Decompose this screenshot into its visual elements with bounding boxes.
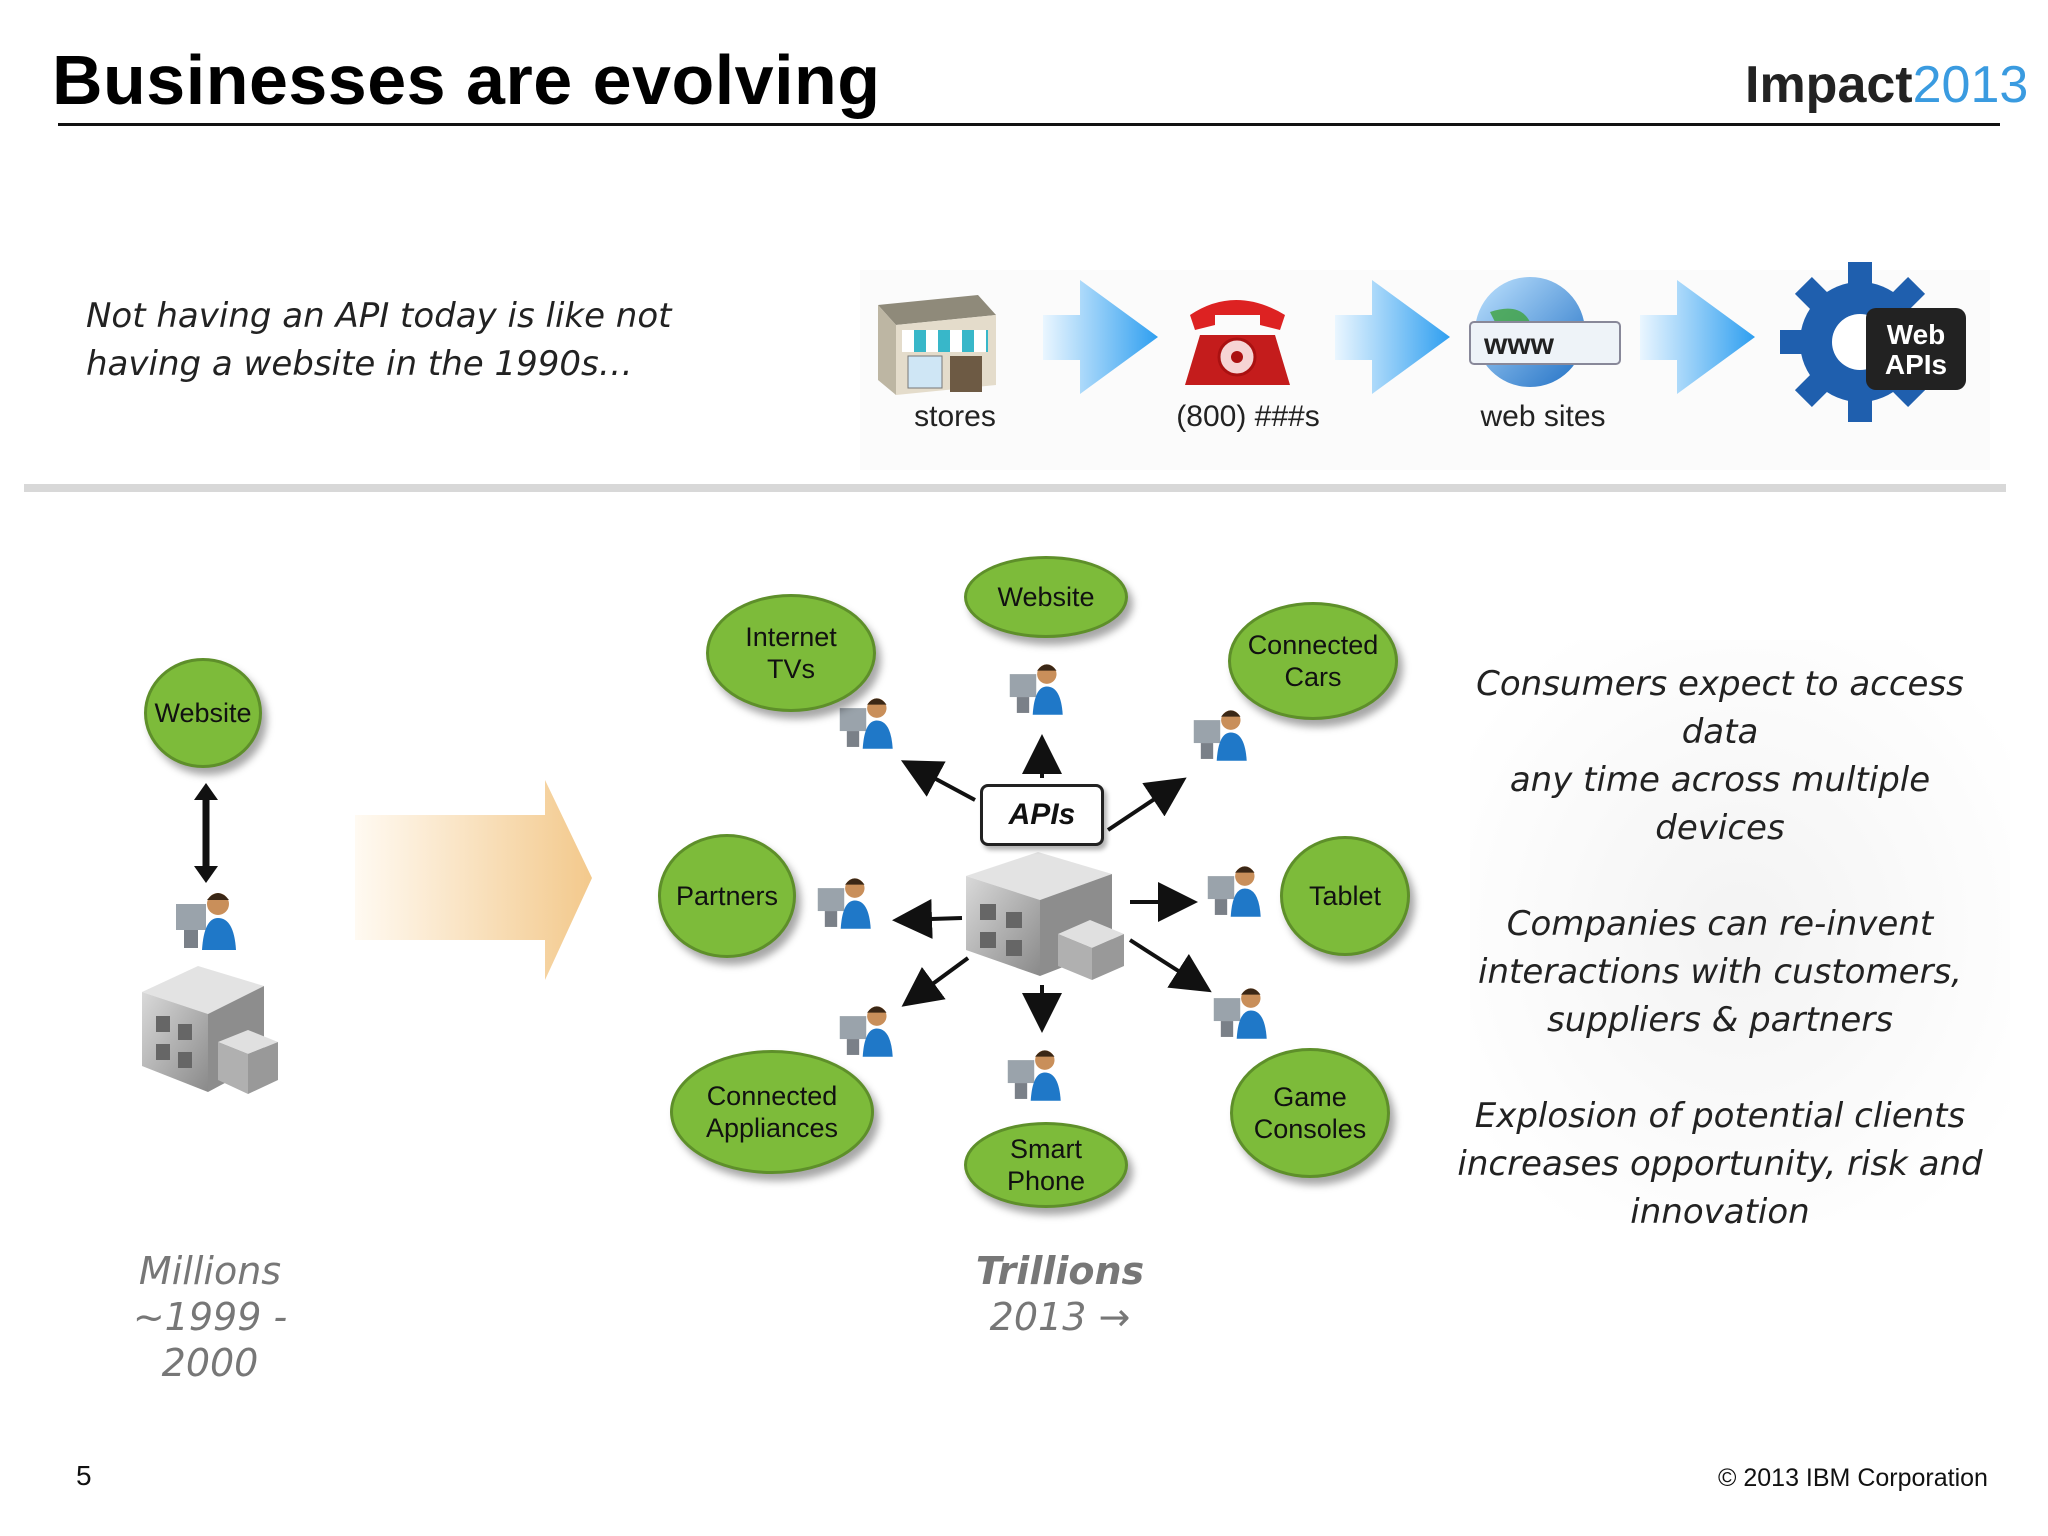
user-icon <box>1006 1046 1066 1106</box>
telephone-icon <box>1185 300 1290 385</box>
user-icon <box>1206 862 1266 922</box>
gear-label-apis: APIs <box>1885 349 1947 380</box>
title-underline <box>58 123 2000 126</box>
hub-connectors <box>892 734 1212 1033</box>
node-tablet: Tablet <box>1280 836 1410 956</box>
double-arrow-down <box>194 866 218 883</box>
gear-label-web: Web <box>1887 319 1946 350</box>
node-internet-tvs: Internet TVs <box>706 594 876 712</box>
storefront-icon <box>878 295 996 395</box>
evolution-arrow-1 <box>1043 280 1158 394</box>
node-partners: Partners <box>658 834 796 958</box>
apis-hub-label: APIs <box>980 784 1104 846</box>
node-website: Website <box>964 556 1128 638</box>
central-server-icon <box>962 850 1130 980</box>
logo-word: Impact <box>1745 56 1913 114</box>
present-caption: Trillions 2013 → <box>920 1248 1200 1340</box>
double-arrow-up <box>194 783 218 800</box>
past-website-label: Website <box>154 698 252 728</box>
api-quote: Not having an API today is like not havi… <box>86 296 672 384</box>
user-icon <box>1008 660 1068 720</box>
user-icon <box>174 890 242 954</box>
page-number: 5 <box>76 1460 92 1491</box>
past-website-bubble: Website <box>144 658 262 768</box>
logo-year: 2013 <box>1912 56 2029 114</box>
section-divider <box>24 484 2006 492</box>
present-caption-year: 2013 → <box>989 1295 1131 1339</box>
step-800-numbers: (800) ###s <box>1176 400 1320 433</box>
side-text-consumers: Consumers expect to access data any time… <box>1476 664 1964 848</box>
step-web-sites: web sites <box>1480 400 1606 433</box>
impact-logo: Impact2013 <box>1745 55 2028 115</box>
evolution-arrow-3 <box>1640 280 1755 394</box>
side-text-block: Consumers expect to access data any time… <box>1450 660 1990 1284</box>
node-connected-cars: Connected Cars <box>1228 602 1398 720</box>
side-text-explosion: Explosion of potential clients increases… <box>1457 1096 1983 1232</box>
evolution-arrow-2 <box>1335 280 1450 394</box>
side-text-companies: Companies can re-invent interactions wit… <box>1478 904 1962 1040</box>
user-icon <box>838 694 898 754</box>
transition-arrow <box>355 780 592 980</box>
step-stores: stores <box>914 400 996 433</box>
present-caption-trillions: Trillions <box>975 1249 1145 1293</box>
user-icon <box>1212 984 1272 1044</box>
user-icon <box>1192 706 1252 766</box>
past-caption-years: ~1999 - 2000 <box>132 1295 288 1385</box>
web-apis-gear-icon: Web APIs <box>1780 262 1966 422</box>
node-connected-appliances: Connected Appliances <box>670 1050 874 1174</box>
user-icon <box>816 874 876 934</box>
www-label: www <box>1483 328 1555 361</box>
slide-title: Businesses are evolving <box>52 41 881 119</box>
side-text-background <box>1470 640 2010 1220</box>
past-caption-millions: Millions <box>138 1249 282 1293</box>
server-building-icon <box>138 962 280 1102</box>
copyright: © 2013 IBM Corporation <box>1718 1464 1988 1492</box>
www-globe-icon: www <box>1469 277 1621 387</box>
user-icon <box>838 1002 898 1062</box>
evolution-background <box>860 270 1990 470</box>
node-smart-phone: Smart Phone <box>964 1122 1128 1208</box>
node-game-consoles: Game Consoles <box>1230 1048 1390 1178</box>
past-caption: Millions ~1999 - 2000 <box>80 1248 340 1386</box>
